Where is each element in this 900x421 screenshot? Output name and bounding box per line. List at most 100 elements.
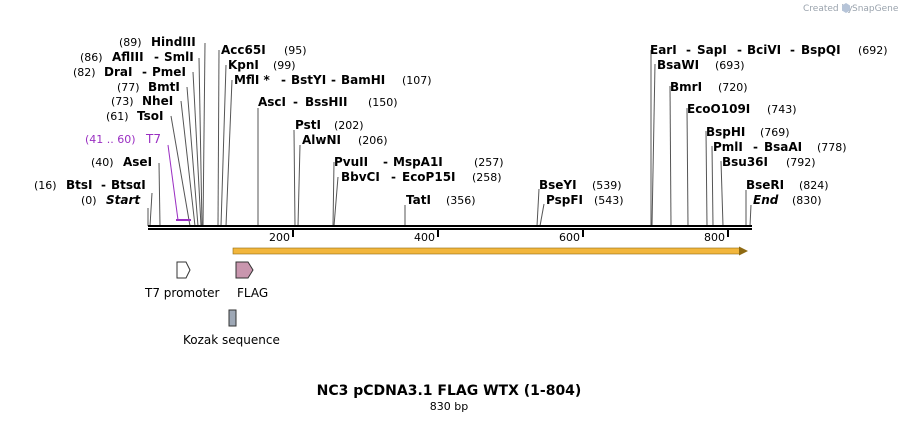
svg-text:(95): (95): [284, 44, 307, 57]
enzyme-label-pmli: PmlI - BsaAI (778): [713, 140, 847, 154]
svg-text:(743): (743): [767, 103, 797, 116]
svg-text:BspQI: BspQI: [801, 43, 841, 57]
svg-text:(539): (539): [592, 179, 622, 192]
enzyme-label-kpni: KpnI (99): [228, 58, 296, 72]
svg-text:(824): (824): [799, 179, 829, 192]
svg-text:AlwNI: AlwNI: [302, 133, 341, 147]
svg-text:(16): (16): [34, 179, 57, 192]
enzyme-label-bsphi: BspHI (769): [706, 125, 790, 139]
svg-text:SapI: SapI: [697, 43, 727, 57]
svg-text:-: -: [331, 73, 336, 87]
svg-text:NheI: NheI: [142, 94, 173, 108]
enzyme-label-acc65i: Acc65I (95): [221, 43, 307, 57]
svg-text:-: -: [154, 50, 159, 64]
svg-text:(257): (257): [474, 156, 504, 169]
svg-text:BseRI: BseRI: [746, 178, 784, 192]
svg-text:-: -: [686, 43, 691, 57]
kozak-box: [228, 309, 237, 327]
enzyme-label-asci: AscI - BssHII (150): [258, 95, 398, 109]
svg-text:SmlI: SmlI: [164, 50, 194, 64]
svg-text:(792): (792): [786, 156, 816, 169]
svg-text:AseI: AseI: [123, 155, 152, 169]
svg-text:-: -: [281, 73, 286, 87]
tick-label: 800: [704, 231, 725, 244]
svg-text:BsaAI: BsaAI: [764, 140, 802, 154]
svg-text:(778): (778): [817, 141, 847, 154]
credit-text: Created by: [803, 4, 853, 14]
svg-text:(107): (107): [402, 74, 432, 87]
svg-text:(0): (0): [81, 194, 97, 207]
t7-promoter-label: T7 promoter: [144, 286, 220, 300]
enzyme-label-tati: TatI (356): [406, 193, 476, 207]
svg-text:BsaWI: BsaWI: [657, 58, 699, 72]
svg-text:-: -: [101, 178, 106, 192]
svg-text:DraI: DraI: [104, 65, 132, 79]
svg-text:(692): (692): [858, 44, 888, 57]
enzyme-label-btsi: (16) BtsI - BtsαI: [34, 178, 146, 192]
leader-lines: [147, 42, 752, 227]
t7-promoter-arrow: [176, 261, 191, 279]
label-end: End (830): [753, 193, 822, 207]
orf-arrow: [232, 246, 748, 256]
svg-text:AscI: AscI: [258, 95, 286, 109]
svg-text:BtsI: BtsI: [66, 178, 93, 192]
enzyme-label-nhei: (73) NheI: [111, 94, 173, 108]
svg-text:(830): (830): [792, 194, 822, 207]
kozak-label: Kozak sequence: [183, 333, 280, 347]
svg-text:-: -: [142, 65, 147, 79]
svg-text:-: -: [790, 43, 795, 57]
svg-text:BseYI: BseYI: [539, 178, 577, 192]
enzyme-label-hindiii: (89) HindIII: [119, 35, 196, 49]
svg-text:BbvCI: BbvCI: [341, 170, 380, 184]
tick-label: 200: [269, 231, 290, 244]
svg-text:MspA1I: MspA1I: [393, 155, 443, 169]
enzyme-label-drai: (82) DraI - PmeI: [73, 65, 186, 79]
map-title: NC3 pCDNA3.1 FLAG WTX (1-804): [317, 383, 582, 399]
svg-text:-: -: [383, 155, 388, 169]
enzyme-label-bseyi: BseYI (539): [539, 178, 622, 192]
enzyme-label-pvuii: PvuII - MspA1I (257): [334, 155, 504, 169]
svg-text:BspHI: BspHI: [706, 125, 745, 139]
svg-text:Start: Start: [106, 193, 141, 207]
snapgene-logo-icon: [842, 3, 850, 13]
svg-text:(206): (206): [358, 134, 388, 147]
svg-text:-: -: [293, 95, 298, 109]
enzyme-label-eari: EarI - SapI - BciVI - BspQI (692): [650, 43, 888, 57]
brand-text: SnapGene: [852, 4, 899, 14]
svg-text:PspFI: PspFI: [546, 193, 583, 207]
svg-text:(40): (40): [91, 156, 114, 169]
svg-text:BtsαI: BtsαI: [111, 178, 146, 192]
enzyme-label-alwni: AlwNI (206): [302, 133, 388, 147]
svg-text:(693): (693): [715, 59, 745, 72]
svg-text:EcoO109I: EcoO109I: [687, 102, 750, 116]
svg-text:TsoI: TsoI: [137, 109, 163, 123]
svg-text:(41 .. 60): (41 .. 60): [85, 133, 136, 146]
primer-label-t7: (41 .. 60) T7: [85, 132, 161, 146]
enzyme-label-ecoo109i: EcoO109I (743): [687, 102, 797, 116]
enzyme-label-bmti: (77) BmtI: [117, 80, 180, 94]
svg-text:-: -: [753, 140, 758, 154]
tick-label: 600: [559, 231, 580, 244]
enzyme-label-bsu36i: Bsu36I (792): [722, 155, 816, 169]
svg-text:T7: T7: [145, 132, 161, 146]
svg-text:AflIII: AflIII: [112, 50, 144, 64]
svg-text:Bsu36I: Bsu36I: [722, 155, 768, 169]
tick-mark: [292, 230, 294, 237]
enzyme-label-afliii: (86) AflIII - SmlI: [80, 50, 194, 64]
svg-text:BssHII: BssHII: [305, 95, 347, 109]
svg-text:EcoP15I: EcoP15I: [402, 170, 456, 184]
svg-text:-: -: [391, 170, 396, 184]
svg-text:(769): (769): [760, 126, 790, 139]
enzyme-label-asei: (40) AseI: [91, 155, 152, 169]
tick-mark: [727, 230, 729, 237]
scale-ticks: 200 400 600 800: [269, 230, 729, 244]
svg-text:(77): (77): [117, 81, 140, 94]
svg-text:EarI: EarI: [650, 43, 677, 57]
dna-backbone: [148, 225, 752, 230]
enzyme-label-bseri: BseRI (824): [746, 178, 829, 192]
enzyme-label-psti: PstI (202): [295, 118, 364, 132]
svg-text:PmlI: PmlI: [713, 140, 743, 154]
tick-mark: [437, 230, 439, 237]
label-start: (0) Start: [81, 193, 141, 207]
